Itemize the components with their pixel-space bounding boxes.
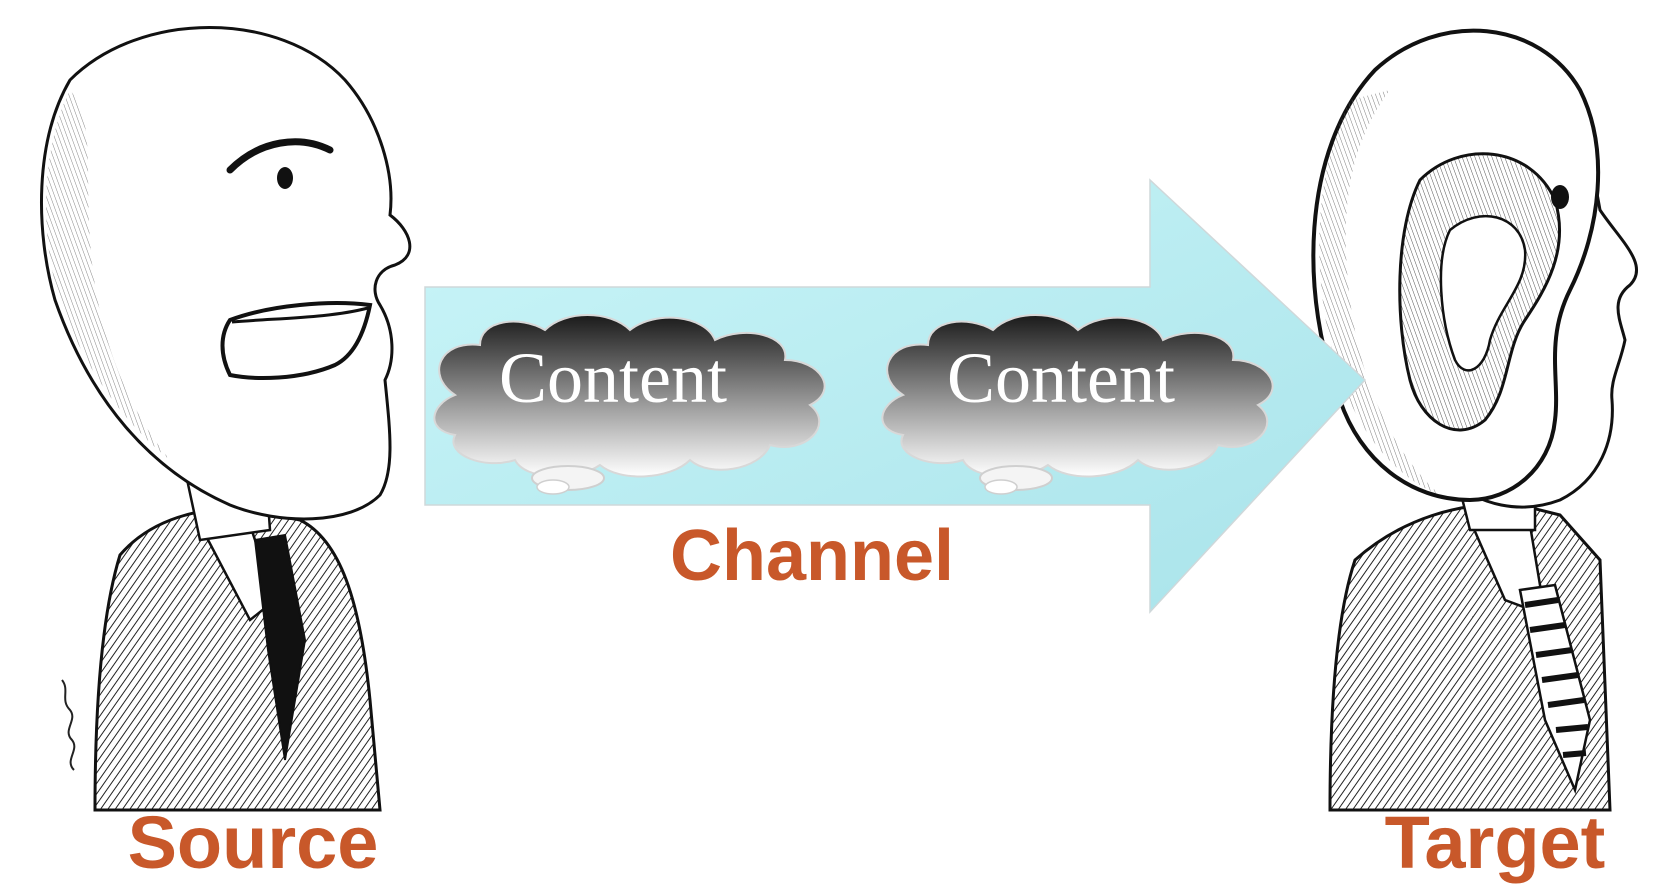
target-label: Target: [1385, 801, 1606, 884]
source-label: Source: [128, 801, 379, 884]
target-figure: [1311, 28, 1638, 812]
content-bubble-1: Content: [433, 314, 826, 495]
content-label-1: Content: [499, 338, 727, 418]
content-bubble-2: Content: [881, 314, 1274, 495]
source-figure: [39, 26, 412, 812]
channel-arrow: [424, 178, 1367, 614]
content-label-2: Content: [947, 338, 1175, 418]
channel-label: Channel: [670, 516, 954, 596]
